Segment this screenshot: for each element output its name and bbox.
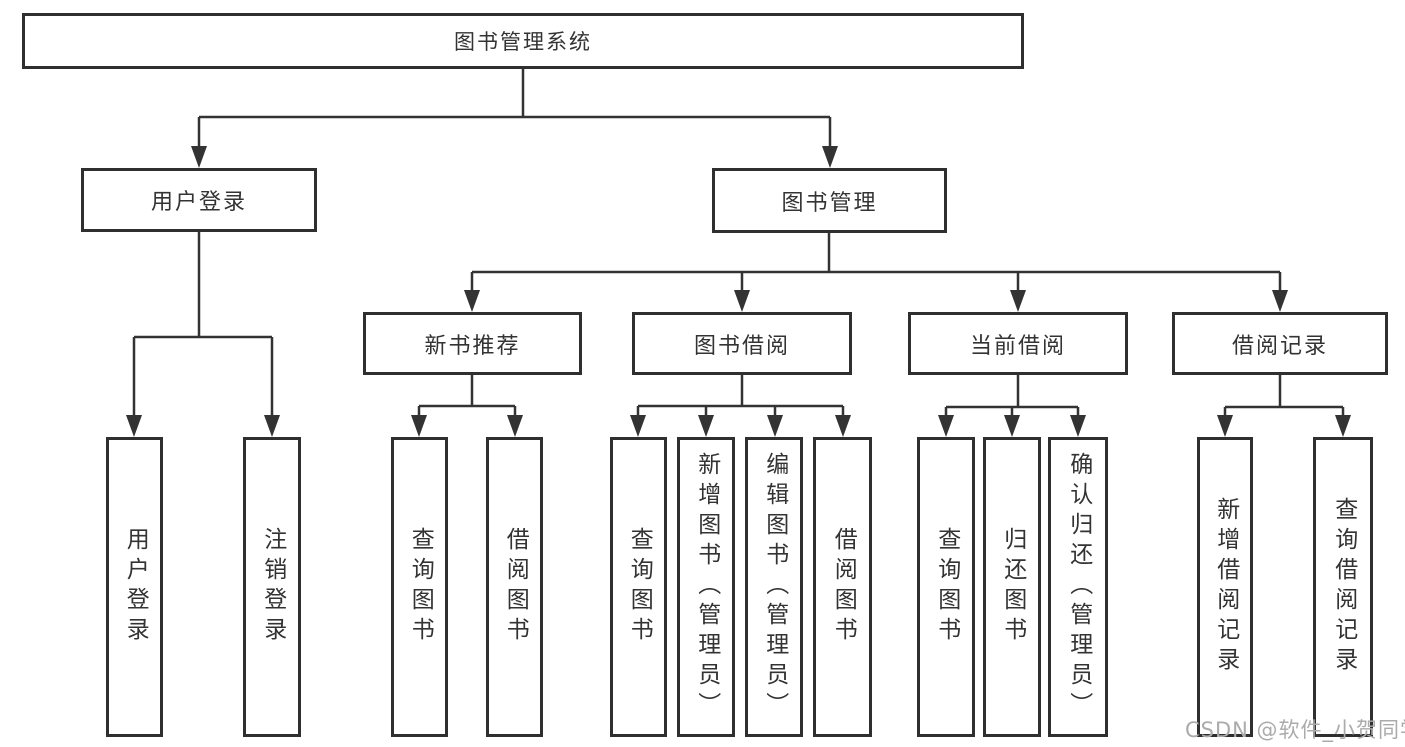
leaf-borrowing-edit-books-admin: 编辑图书（管理员） xyxy=(745,437,803,737)
arrowheads xyxy=(126,146,1351,437)
node-label: 借阅图书 xyxy=(830,527,857,647)
leaf-records-query-record: 查询借阅记录 xyxy=(1313,437,1373,737)
leaf-current-return-books: 归还图书 xyxy=(983,437,1041,737)
node-label: 图书管理系统 xyxy=(454,30,592,54)
leaf-current-query-books: 查询图书 xyxy=(917,437,975,737)
node-label: 新增借阅记录 xyxy=(1212,497,1239,677)
leaf-newbook-borrow-books: 借阅图书 xyxy=(486,437,543,737)
node-label: 新书推荐 xyxy=(424,333,521,359)
leaf-user-login: 用户登录 xyxy=(106,437,163,737)
node-label: 图书管理 xyxy=(781,190,878,216)
node-user-login-branch: 用户登录 xyxy=(81,168,317,232)
node-label: 归还图书 xyxy=(999,527,1026,647)
node-label: 查询借阅记录 xyxy=(1330,497,1357,677)
node-borrowing-records: 借阅记录 xyxy=(1172,312,1388,375)
node-new-book-recommend: 新书推荐 xyxy=(363,312,582,375)
node-label: 注销登录 xyxy=(259,527,286,647)
node-book-management: 图书管理 xyxy=(712,168,947,233)
node-label: 新增图书（管理员） xyxy=(693,452,720,722)
node-label: 图书借阅 xyxy=(693,333,790,359)
leaf-newbook-query-books: 查询图书 xyxy=(391,437,448,737)
node-label: 查询图书 xyxy=(933,527,960,647)
node-label: 查询图书 xyxy=(626,527,653,647)
csdn-watermark: CSDN @软件_小贺同学 xyxy=(1185,718,1405,742)
node-label: 查询图书 xyxy=(407,527,434,647)
leaf-current-confirm-return-admin: 确认归还（管理员） xyxy=(1048,437,1108,737)
leaf-borrowing-borrow-books: 借阅图书 xyxy=(813,437,872,737)
leaf-borrowing-query-books: 查询图书 xyxy=(610,437,667,737)
node-label: 用户登录 xyxy=(150,190,247,215)
leaf-logout: 注销登录 xyxy=(243,437,301,737)
node-current-borrowing: 当前借阅 xyxy=(908,312,1128,375)
node-label: 借阅图书 xyxy=(502,527,529,647)
node-label: 确认归还（管理员） xyxy=(1065,452,1092,722)
node-label: 用户登录 xyxy=(122,527,149,647)
node-label: 当前借阅 xyxy=(969,333,1066,359)
leaf-borrowing-add-books-admin: 新增图书（管理员） xyxy=(677,437,735,737)
node-label: 编辑图书（管理员） xyxy=(761,452,788,722)
node-book-borrowing: 图书借阅 xyxy=(632,312,852,375)
node-library-system: 图书管理系统 xyxy=(22,13,1024,69)
leaf-records-add-record: 新增借阅记录 xyxy=(1197,437,1253,737)
node-label: 借阅记录 xyxy=(1231,333,1328,359)
